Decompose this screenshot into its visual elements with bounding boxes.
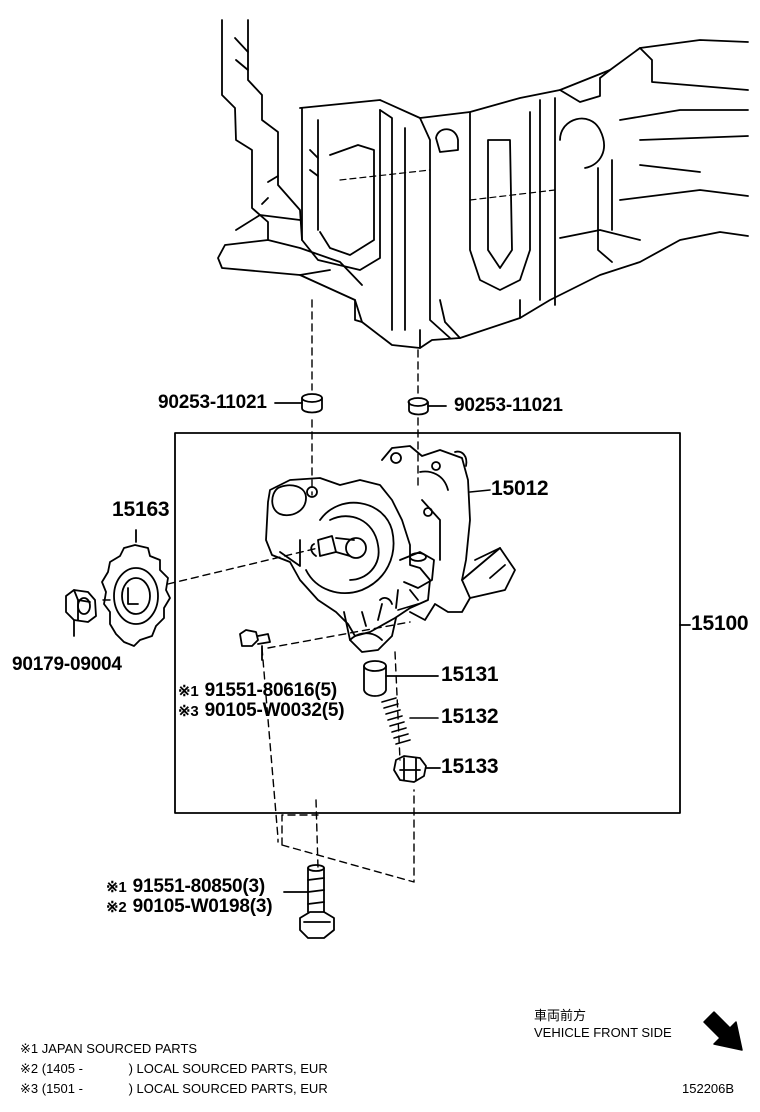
footnote-mark: ※3 xyxy=(178,703,199,720)
label-small-bolt-jp: ※1 91551-80616(5) xyxy=(178,680,337,702)
sprocket xyxy=(101,529,171,647)
label-nut: 90179-09004 xyxy=(12,654,122,675)
footnote-mark: ※1 xyxy=(178,683,199,700)
direction-japanese: 車両前方 xyxy=(534,1008,587,1023)
nut xyxy=(65,589,97,637)
relief-valve xyxy=(363,660,439,697)
leader-lines xyxy=(397,489,491,611)
oil-pump-body xyxy=(265,445,516,653)
direction-english: VEHICLE FRONT SIDE xyxy=(534,1025,672,1040)
pump-assy-box xyxy=(174,432,681,814)
footnote-2: ※2 (1405 - ) LOCAL SOURCED PARTS, EUR xyxy=(20,1061,328,1077)
small-bolt xyxy=(239,629,271,661)
label-valve: 15131 xyxy=(441,663,499,686)
part-number: 91551-80616(5) xyxy=(204,680,338,701)
alignment-lines xyxy=(99,299,419,883)
label-long-bolt-jp: ※1 91551-80850(3) xyxy=(106,876,265,898)
label-insert-left: 90253-11021 xyxy=(158,392,267,413)
figure-id: 152206B xyxy=(682,1081,735,1096)
part-number: 91551-80850(3) xyxy=(132,876,266,897)
footnote-text: ) LOCAL SOURCED PARTS, EUR xyxy=(128,1081,328,1096)
part-number: 90105-W0032(5) xyxy=(204,700,345,721)
footnote-mark: ※3 xyxy=(20,1081,39,1096)
label-sprocket: 15163 xyxy=(112,498,170,521)
footnote-mark: ※2 xyxy=(106,899,127,916)
footnote-mark: ※2 xyxy=(20,1061,39,1076)
label-pump-assy: 15100 xyxy=(691,612,749,635)
relief-spring xyxy=(381,697,439,745)
label-long-bolt-eur: ※2 90105-W0198(3) xyxy=(106,896,273,918)
footnote-mark: ※1 xyxy=(20,1041,39,1056)
footnote-1: ※1 JAPAN SOURCED PARTS xyxy=(20,1041,197,1057)
label-plug: 15133 xyxy=(441,755,499,778)
label-small-bolt-eur: ※3 90105-W0032(5) xyxy=(178,700,345,722)
insert-right xyxy=(407,397,447,416)
relief-plug xyxy=(393,755,441,783)
label-pump-body: 15012 xyxy=(491,477,549,500)
insert-left xyxy=(274,393,323,414)
footnote-3: ※3 (1501 - ) LOCAL SOURCED PARTS, EUR xyxy=(20,1081,328,1097)
engine-block xyxy=(217,19,749,349)
front-direction-arrow-icon xyxy=(703,1011,743,1051)
label-spring: 15132 xyxy=(441,705,499,728)
footnote-range: (1501 - xyxy=(41,1081,83,1096)
footnote-text: JAPAN SOURCED PARTS xyxy=(41,1041,198,1056)
footnote-mark: ※1 xyxy=(106,879,127,896)
part-number: 90105-W0198(3) xyxy=(132,896,273,917)
long-bolt xyxy=(283,864,335,939)
footnote-range: (1405 - xyxy=(41,1061,83,1076)
footnote-text: ) LOCAL SOURCED PARTS, EUR xyxy=(128,1061,328,1076)
label-insert-right: 90253-11021 xyxy=(454,395,563,416)
